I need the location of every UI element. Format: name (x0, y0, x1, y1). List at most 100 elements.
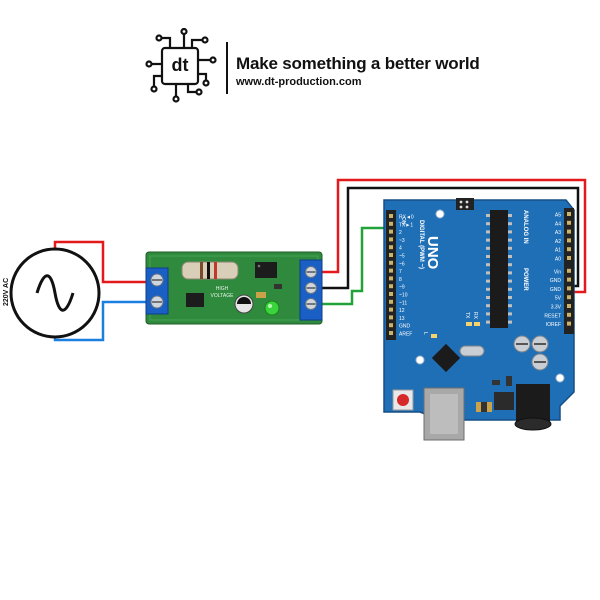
chip-leg (486, 255, 490, 258)
digital-pin-label: RX◄0 (399, 215, 414, 221)
digital-pin-hole[interactable] (389, 276, 393, 281)
crystal (459, 345, 485, 357)
chip-leg (508, 222, 512, 226)
digital-pin-hole[interactable] (389, 331, 393, 335)
digital-pin-label: TX►1 (399, 222, 413, 228)
chip-leg (508, 271, 512, 275)
chip-leg (508, 304, 512, 308)
digital-pin-hole[interactable] (389, 253, 393, 257)
digital-pin-label: ~9 (399, 285, 405, 291)
digital-pin-hole[interactable] (389, 292, 393, 296)
chip-outline (160, 46, 200, 86)
digital-pin-hole[interactable] (389, 221, 393, 226)
power-jack[interactable] (516, 384, 550, 424)
digital-pin-label: ~6 (399, 261, 405, 267)
chip-leg (508, 230, 512, 234)
rx-led (474, 322, 480, 326)
chip-leg (486, 214, 490, 217)
chip-leg (486, 271, 490, 275)
chip-leg (486, 222, 490, 226)
header-pin-hole[interactable] (567, 268, 571, 273)
digital-pin-label: 12 (399, 308, 405, 314)
wire-5v (318, 178, 587, 294)
website-url: www.dt-production.com (236, 76, 362, 88)
chip-leg (486, 320, 490, 324)
wire-ac-neutral (53, 300, 150, 342)
digital-pin-label: 13 (399, 316, 405, 322)
brand-header: dt Make something a better world www.dt-… (140, 28, 480, 118)
header-pin-label: A0 (555, 257, 561, 263)
digital-pin-label: GND (399, 324, 411, 330)
board-name: UNO (424, 236, 441, 270)
logo-text: dt (172, 55, 189, 75)
digital-pin-hole[interactable] (389, 315, 393, 320)
sine-wave-icon (35, 274, 75, 312)
usb-chip (431, 343, 461, 373)
header-pin-hole[interactable] (567, 238, 571, 243)
header-pin-label: A5 (555, 213, 561, 219)
ac-source-label: 220V AC (3, 278, 10, 306)
chip-leg (508, 263, 512, 267)
power-header-label: POWER (522, 268, 528, 291)
dt-production-logo: dt (145, 28, 217, 103)
voltage-regulator (494, 392, 514, 410)
header-pin-hole[interactable] (567, 286, 571, 291)
header-pin-hole[interactable] (567, 220, 571, 225)
header-pin-hole[interactable] (567, 295, 571, 300)
header-pin-label: GND (550, 278, 562, 284)
rectifier-chip (186, 293, 204, 307)
rx-label: RX (472, 312, 478, 320)
status-led (264, 300, 280, 316)
digital-pin-hole[interactable] (389, 268, 393, 273)
wire-signal (318, 226, 392, 306)
digital-pin-label: 4 (399, 246, 402, 252)
header-pin-hole[interactable] (567, 304, 571, 308)
chip-leg (486, 304, 490, 308)
digital-pin-label: ~11 (399, 300, 407, 306)
icsp-header (456, 198, 474, 210)
header-pin-label: GND (550, 287, 562, 293)
header-pin-label: A2 (555, 239, 561, 245)
chip-leg (486, 238, 490, 242)
header-pin-label: 3.3V (551, 305, 562, 311)
digital-pin-hole[interactable] (389, 260, 393, 265)
chip-leg (508, 214, 512, 217)
digital-pin-label: ~10 (399, 293, 408, 299)
silkscreen-high: HIGH (216, 286, 229, 292)
digital-pin-label: 7 (399, 269, 402, 275)
chip-leg (486, 287, 490, 291)
chip-leg (508, 238, 512, 242)
header-pin-hole[interactable] (567, 247, 571, 252)
tagline: Make something a better world (236, 54, 480, 73)
digital-pin-hole[interactable] (389, 214, 393, 218)
silkscreen-voltage: VOLTAGE (211, 293, 235, 299)
digital-pin-hole[interactable] (389, 245, 393, 250)
digital-pin-hole[interactable] (389, 229, 393, 234)
module-input-terminal (145, 267, 169, 315)
digital-pin-hole[interactable] (389, 284, 393, 289)
digital-header-label: DIGITAL (PWM ~) (418, 220, 424, 269)
digital-pin-hole[interactable] (389, 299, 393, 304)
digital-header (386, 210, 396, 340)
chip-leg (486, 230, 490, 234)
ac-detection-module: HIGH VOLTAGE (145, 251, 323, 325)
l-led (431, 334, 437, 338)
header-pin-hole[interactable] (567, 229, 571, 234)
digital-pin-hole[interactable] (389, 307, 393, 312)
header-pin-hole[interactable] (567, 312, 571, 317)
on-label: ON (400, 217, 406, 225)
header-pin-label: Vin (554, 269, 561, 275)
digital-pin-label: 2 (399, 230, 402, 236)
digital-pin-hole[interactable] (389, 237, 393, 242)
header-pin-hole[interactable] (567, 212, 571, 216)
header-pin-hole[interactable] (567, 277, 571, 282)
header-pin-hole[interactable] (567, 256, 571, 260)
reset-button-cap[interactable] (397, 394, 409, 406)
header-divider (226, 42, 228, 94)
chip-leg (508, 246, 512, 250)
header-pin-hole[interactable] (567, 321, 571, 326)
digital-pin-label: ~3 (399, 238, 405, 244)
digital-pin-hole[interactable] (389, 323, 393, 328)
